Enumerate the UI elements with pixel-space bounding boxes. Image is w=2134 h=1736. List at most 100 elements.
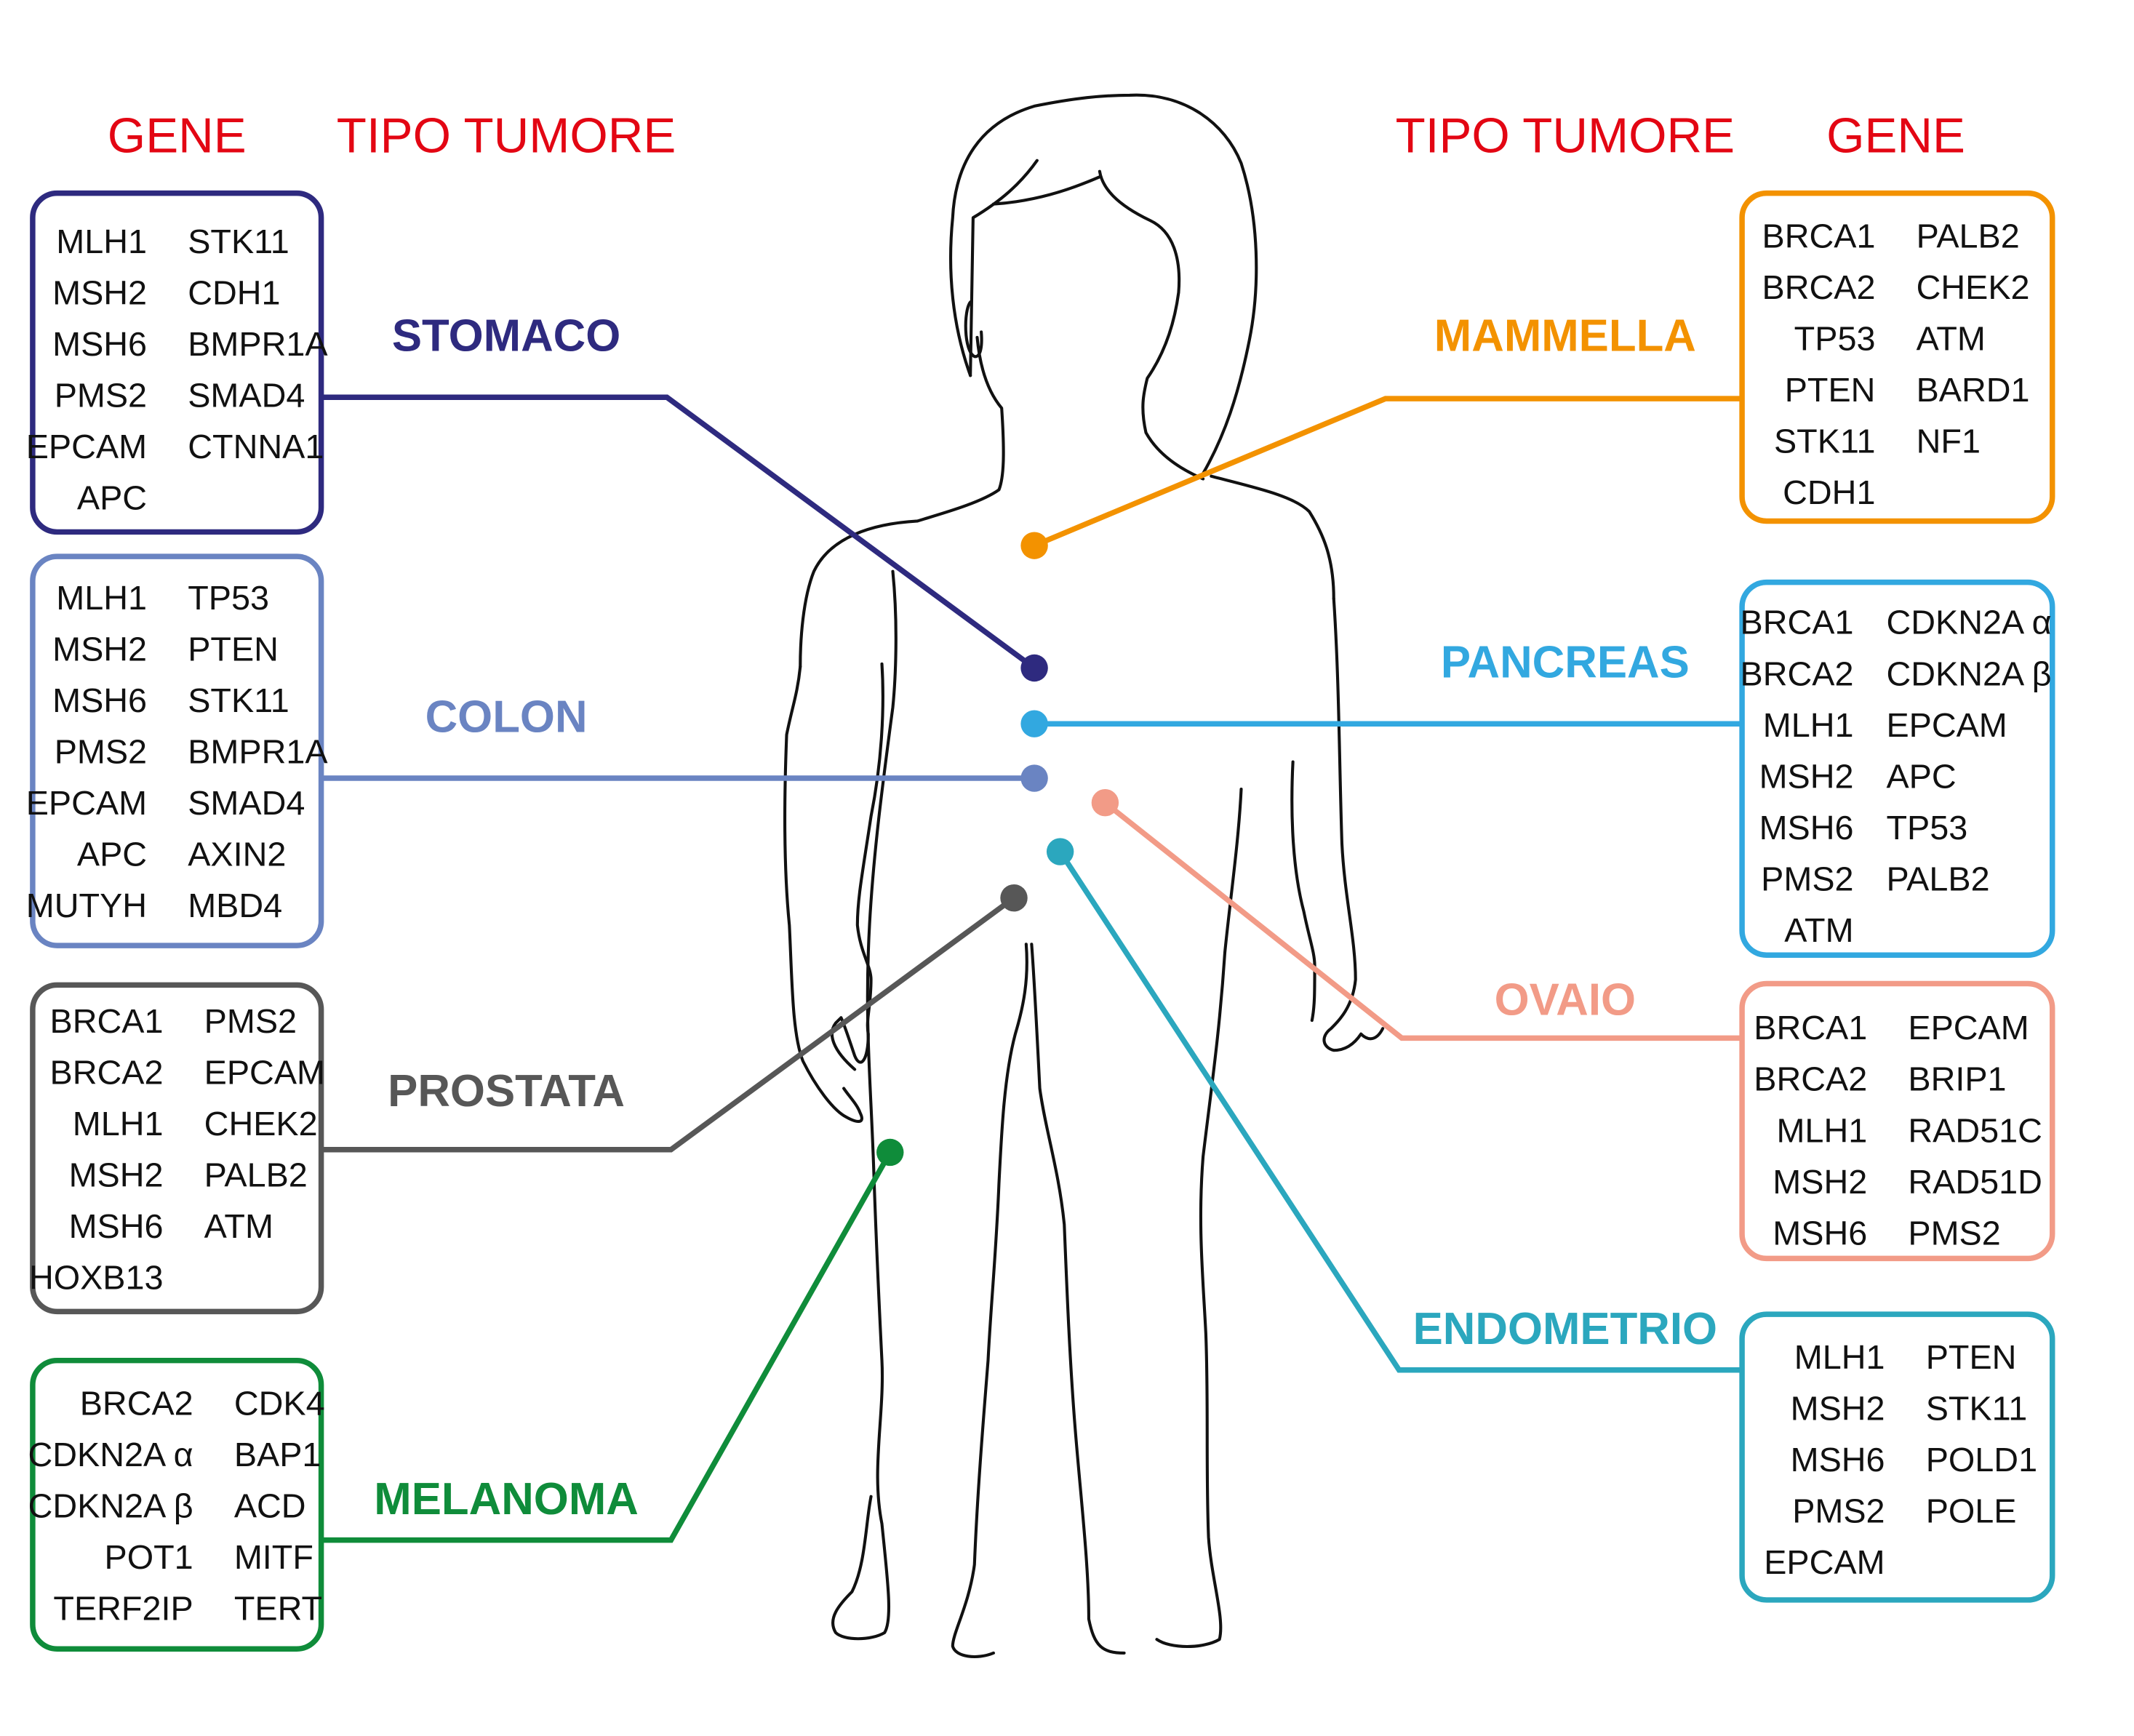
gene-label: MSH6 <box>1791 1441 1885 1479</box>
gene-label: EPCAM <box>1908 1009 2029 1047</box>
gene-label: MSH2 <box>1773 1163 1867 1201</box>
organ-marker-mammella <box>1020 532 1048 559</box>
gene-box-border <box>30 982 324 1315</box>
gene-label: PTEN <box>1785 371 1876 409</box>
gene-label: NF1 <box>1917 423 1981 460</box>
gene-label: MSH2 <box>52 631 147 668</box>
human-body-outline-icon <box>783 93 1385 1659</box>
gene-label: STK11 <box>188 223 289 260</box>
tumor-type-label-stomaco: STOMACO <box>392 311 620 361</box>
gene-label: MITF <box>234 1538 313 1576</box>
gene-label: POT1 <box>105 1538 193 1576</box>
gene-label: PMS2 <box>1761 860 1853 897</box>
connector-line-endometrio <box>1058 850 1743 1373</box>
tumor-type-label-colon: COLON <box>425 692 588 742</box>
gene-label: BRCA2 <box>1741 655 1854 692</box>
tumor-type-label-melanoma: MELANOMA <box>374 1474 639 1524</box>
connector-line-stomaco <box>321 394 1036 671</box>
gene-label: PTEN <box>188 631 279 668</box>
organ-marker-prostata <box>1000 884 1028 912</box>
gene-label: EPCAM <box>204 1053 325 1091</box>
gene-label: TP53 <box>1886 809 1967 847</box>
organ-marker-melanoma <box>876 1138 904 1167</box>
tumor-type-label-prostata: PROSTATA <box>388 1066 625 1116</box>
gene-label: BARD1 <box>1917 371 2030 409</box>
gene-label: MLH1 <box>56 579 147 617</box>
gene-label: TERF2IP <box>53 1590 193 1628</box>
gene-label: CDH1 <box>1783 473 1875 511</box>
organ-marker-stomaco <box>1020 654 1048 682</box>
gene-box-border <box>30 1357 324 1652</box>
gene-label: BRCA2 <box>50 1053 164 1091</box>
gene-label: EPCAM <box>1764 1543 1885 1581</box>
gene-label: SMAD4 <box>188 784 305 822</box>
gene-label: APC <box>77 479 147 517</box>
gene-label: MSH6 <box>52 325 147 363</box>
gene-label: MSH2 <box>69 1156 164 1193</box>
connector-line-ovaio <box>1103 800 1743 1041</box>
gene-label: CDKN2A α <box>28 1436 193 1473</box>
gene-label: MSH2 <box>52 273 147 311</box>
gene-label: BRCA1 <box>1741 604 1854 641</box>
gene-label: PTEN <box>1926 1338 2017 1376</box>
gene-label: MLH1 <box>56 223 147 260</box>
gene-label: POLE <box>1926 1492 2017 1529</box>
gene-label: EPCAM <box>26 428 147 465</box>
connector-line-prostata <box>321 895 1016 1153</box>
gene-box-border <box>1739 190 2055 524</box>
gene-label: TERT <box>234 1590 322 1628</box>
gene-label: PMS2 <box>55 377 147 415</box>
gene-label: CHEK2 <box>204 1105 318 1143</box>
gene-label: CTNNA1 <box>188 428 324 465</box>
gene-label: MSH6 <box>1759 809 1854 847</box>
gene-label: AXIN2 <box>188 836 286 873</box>
gene-label: BRIP1 <box>1908 1060 2006 1098</box>
gene-label: EPCAM <box>1886 706 2007 744</box>
gene-label: ATM <box>1784 911 1853 949</box>
gene-box-border <box>1739 579 2055 958</box>
gene-label: STK11 <box>1774 423 1876 460</box>
gene-label: BRCA1 <box>1754 1009 1867 1047</box>
gene-label: TP53 <box>1794 320 1876 358</box>
gene-label: BRCA1 <box>1762 217 1876 255</box>
gene-box-stomaco: MLH1MSH2MSH6PMS2EPCAMAPCSTK11CDH1BMPR1AS… <box>26 190 328 535</box>
gene-label: TP53 <box>188 579 269 617</box>
gene-box-mammella: BRCA1BRCA2TP53PTENSTK11CDH1PALB2CHEK2ATM… <box>1739 190 2055 524</box>
gene-box-border <box>30 553 324 948</box>
gene-label: APC <box>77 836 147 873</box>
gene-label: PMS2 <box>55 733 147 771</box>
gene-label: ACD <box>234 1487 306 1525</box>
gene-label: MSH6 <box>52 681 147 719</box>
gene-label: MLH1 <box>73 1105 164 1143</box>
connector-line-mammella <box>1033 396 1743 548</box>
organ-marker-pancreas <box>1020 710 1048 737</box>
gene-label: BRCA2 <box>1762 268 1876 306</box>
gene-label: CDKN2A β <box>1886 655 2051 692</box>
gene-label: BMPR1A <box>188 325 328 363</box>
header-right-gene: GENE <box>1826 109 1965 164</box>
gene-label: SMAD4 <box>188 377 305 415</box>
gene-label: MLH1 <box>1776 1111 1867 1149</box>
gene-label: MSH2 <box>1791 1389 1885 1427</box>
gene-label: MSH6 <box>69 1207 164 1245</box>
gene-label: PMS2 <box>204 1002 297 1040</box>
gene-label: MLH1 <box>1763 706 1854 744</box>
gene-label: PALB2 <box>204 1156 308 1193</box>
gene-label: BRCA1 <box>50 1002 164 1040</box>
gene-box-colon: MLH1MSH2MSH6PMS2EPCAMAPCMUTYHTP53PTENSTK… <box>26 553 328 948</box>
organ-marker-endometrio <box>1046 838 1074 865</box>
gene-label: ATM <box>204 1207 273 1245</box>
gene-label: PMS2 <box>1908 1214 2000 1252</box>
connector-line-melanoma <box>321 1151 893 1543</box>
gene-box-prostata: BRCA1BRCA2MLH1MSH2MSH6HOXB13PMS2EPCAMCHE… <box>29 982 325 1315</box>
gene-label: RAD51D <box>1908 1163 2042 1201</box>
tumor-type-label-pancreas: PANCREAS <box>1441 638 1690 688</box>
gene-label: MLH1 <box>1794 1338 1885 1376</box>
gene-box-ovaio: BRCA1BRCA2MLH1MSH2MSH6EPCAMBRIP1RAD51CRA… <box>1739 980 2055 1262</box>
header-left-tumor-type: TIPO TUMORE <box>337 109 676 164</box>
gene-box-border <box>1739 1311 2055 1603</box>
gene-label: POLD1 <box>1926 1441 2037 1479</box>
gene-label: CDKN2A β <box>28 1487 193 1525</box>
